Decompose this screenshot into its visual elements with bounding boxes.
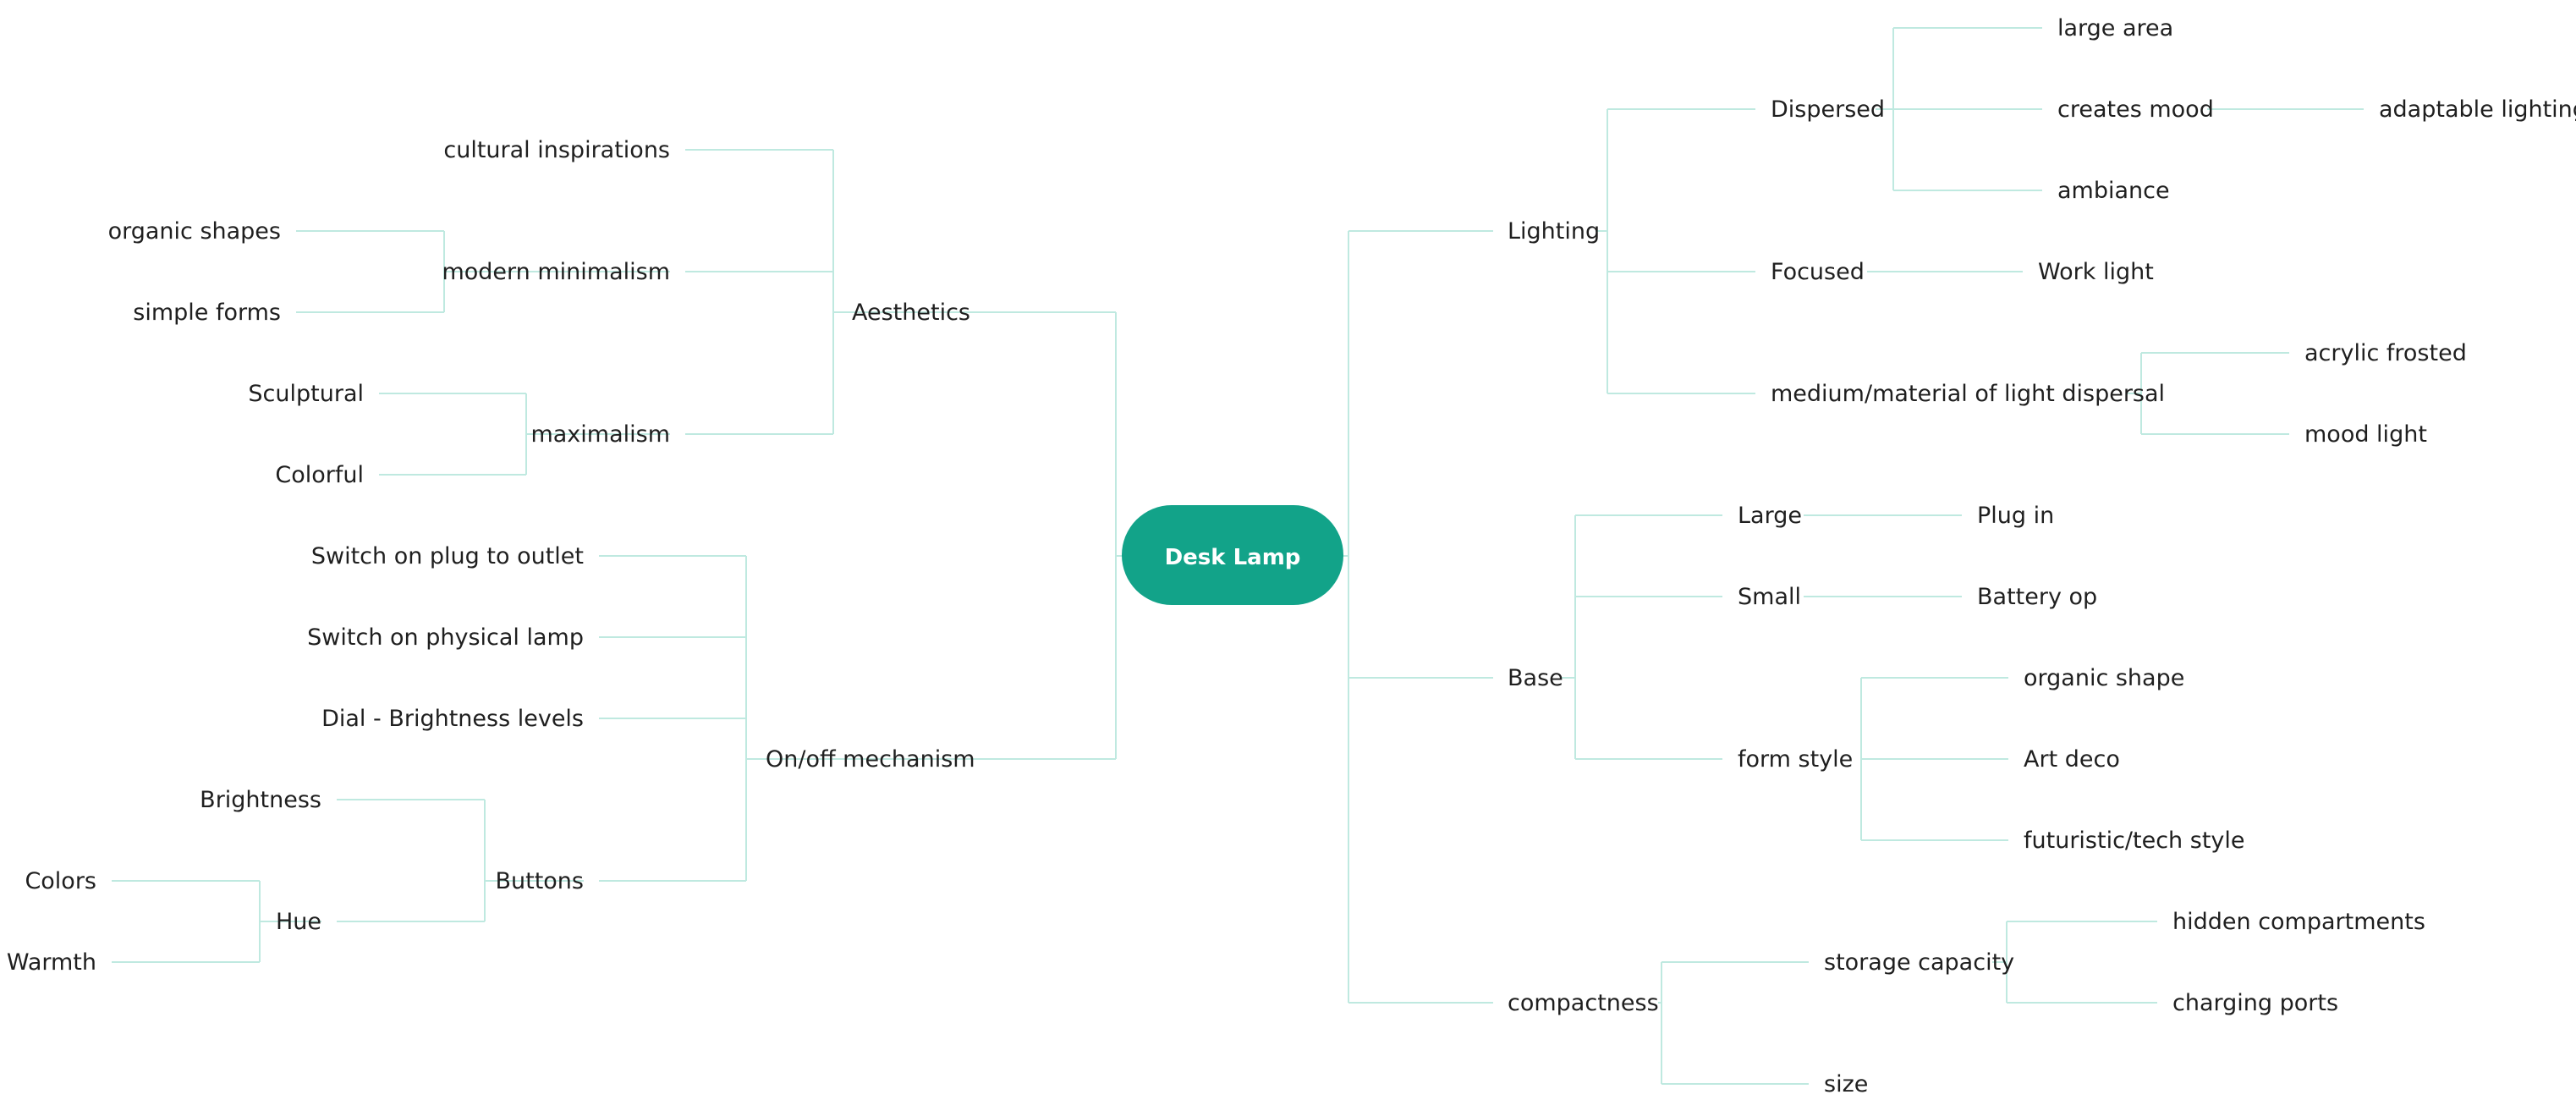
connector-line [1876,27,2042,191]
connector-line [112,880,321,963]
node-organic-shape[interactable]: organic shape [2024,665,2184,691]
node-aesthetics[interactable]: Aesthetics [852,300,970,326]
connector-line [1343,230,1493,1004]
node-large[interactable]: Large [1738,503,1802,529]
node-small[interactable]: Small [1738,584,1801,610]
node-charging-ports[interactable]: charging ports [2172,990,2338,1016]
connector-line [2128,352,2289,435]
connector-line [379,393,670,476]
node-cultural-inspirations[interactable]: cultural inspirations [443,137,670,163]
node-onoff[interactable]: On/off mechanism [766,746,975,773]
node-size[interactable]: size [1824,1071,1868,1097]
node-labels: Desk Lamp Aesthetics cultural inspiration… [7,15,2576,1097]
node-creates-mood[interactable]: creates mood [2057,96,2214,123]
root-node-background[interactable] [1122,505,1343,605]
connector-line [1992,921,2157,1004]
node-switch-lamp[interactable]: Switch on physical lamp [307,624,584,651]
node-buttons[interactable]: Buttons [495,868,584,894]
node-art-deco[interactable]: Art deco [2024,746,2120,773]
connector-line [296,230,670,313]
connector-line [685,149,971,435]
node-large-area[interactable]: large area [2057,15,2173,41]
node-dispersed[interactable]: Dispersed [1771,96,1885,123]
node-switch-plug[interactable]: Switch on plug to outlet [311,543,584,569]
node-colors[interactable]: Colors [25,868,96,894]
node-dial[interactable]: Dial - Brightness levels [321,706,584,732]
node-storage-capacity[interactable]: storage capacity [1824,949,2014,976]
node-medium-material[interactable]: medium/material of light dispersal [1771,381,2165,407]
connector-line [1561,514,1722,760]
node-plug-in[interactable]: Plug in [1977,503,2054,529]
node-acrylic-frosted[interactable]: acrylic frosted [2304,340,2467,366]
node-focused[interactable]: Focused [1771,259,1865,285]
node-battery-op[interactable]: Battery op [1977,584,2097,610]
node-modern-minimalism[interactable]: modern minimalism [442,259,670,285]
connector-line [1860,677,2008,841]
node-futuristic[interactable]: futuristic/tech style [2024,828,2245,854]
node-adaptable-lighting[interactable]: adaptable lighting [2379,96,2576,123]
root-node-label[interactable]: Desk Lamp [1165,545,1301,570]
node-hidden-compartments[interactable]: hidden compartments [2172,909,2425,935]
connector-lines [112,27,2364,1085]
node-organic-shapes[interactable]: organic shapes [108,218,281,245]
connector-line [337,799,584,922]
node-mood-light[interactable]: mood light [2304,421,2427,448]
node-base[interactable]: Base [1508,665,1563,691]
node-colorful[interactable]: Colorful [275,462,364,488]
node-work-light[interactable]: Work light [2038,259,2154,285]
node-ambiance[interactable]: ambiance [2057,178,2170,204]
node-form-style[interactable]: form style [1738,746,1853,773]
node-simple-forms[interactable]: simple forms [133,300,281,326]
node-hue[interactable]: Hue [276,909,321,935]
node-maximalism[interactable]: maximalism [530,421,670,448]
node-sculptural[interactable]: Sculptural [248,381,364,407]
node-lighting[interactable]: Lighting [1508,218,1600,245]
connector-line [599,555,971,882]
node-warmth[interactable]: Warmth [7,949,96,976]
node-brightness[interactable]: Brightness [200,787,321,813]
connector-line [1658,961,1809,1085]
connector-line [1596,108,1755,394]
node-compactness[interactable]: compactness [1508,990,1659,1016]
